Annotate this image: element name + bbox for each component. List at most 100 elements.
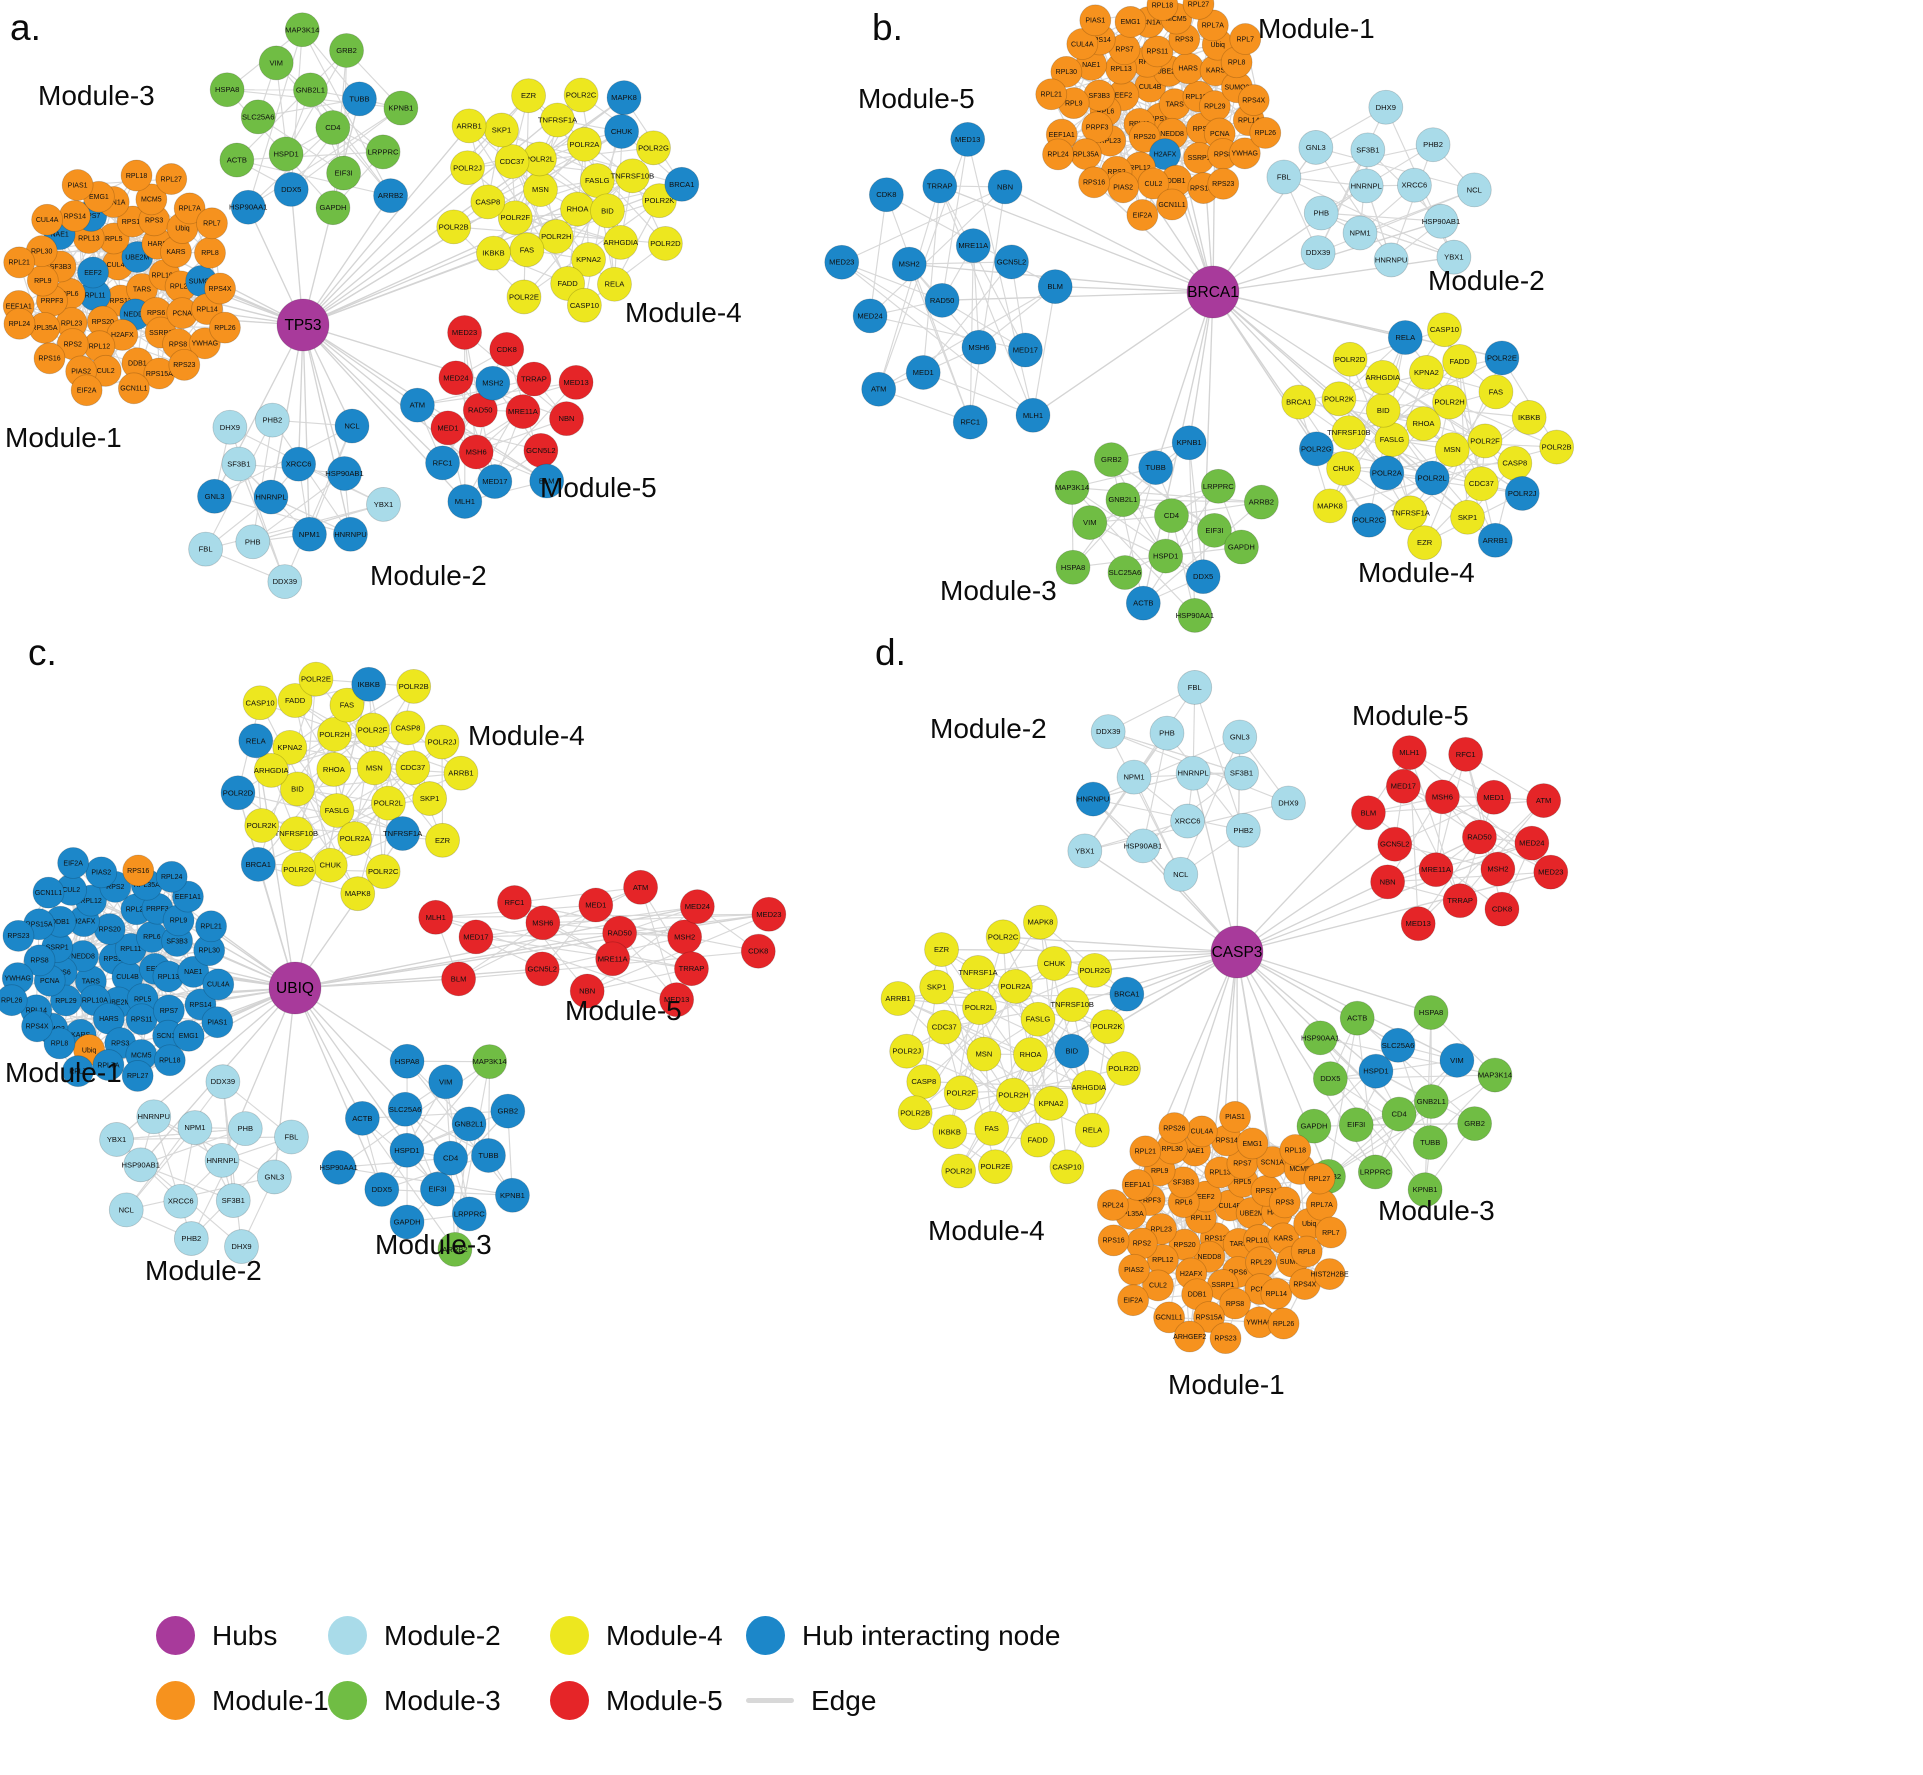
node-label: EIF3I [1347, 1120, 1365, 1129]
node-label: RPL30 [1056, 69, 1078, 76]
node-label: EZR [435, 836, 451, 845]
node-label: RPS14 [1216, 1138, 1238, 1145]
hub-label-ubiq: UBIQ [276, 980, 314, 997]
legend-label-edge: Edge [811, 1684, 877, 1716]
node-label: YBX1 [374, 500, 393, 509]
edge [1170, 515, 1196, 616]
edge [869, 194, 887, 316]
node-label: MRE11A [958, 241, 989, 250]
node-rps16 [1078, 166, 1110, 199]
panel-letter-b: b. [872, 7, 903, 48]
node-label: H2AFX [111, 332, 134, 339]
node-sf3b1 [1350, 132, 1386, 168]
node-label: RPS15A [1196, 1314, 1223, 1321]
node-polr2a [998, 969, 1033, 1004]
node-label: RPL6 [1097, 108, 1115, 115]
node-label: EEF1A1 [1125, 1182, 1151, 1189]
node-label: GAPDH [1228, 543, 1255, 552]
node-label: POLR2L [965, 1003, 994, 1012]
node-label: LRPPRC [1360, 1167, 1391, 1176]
node-bid [590, 193, 625, 229]
node-label: RPS2 [1133, 1241, 1151, 1248]
node-label: HIST2H2BE [1311, 1271, 1349, 1278]
node-fadd [1442, 344, 1478, 379]
hub-node-ubiq [268, 961, 322, 1015]
node-label: FAS [520, 245, 534, 254]
node-label: EEF2 [84, 270, 102, 277]
node-label: BID [291, 784, 304, 793]
node-label: KPNB1 [1413, 1185, 1438, 1194]
edge [841, 261, 980, 348]
node-label: POLR2K [1092, 1022, 1122, 1031]
legend-label-hubs: Hubs [212, 1619, 278, 1651]
node-label: PIAS1 [207, 1020, 227, 1027]
node-mapk8 [340, 876, 376, 912]
node-label: BLM [1361, 808, 1377, 817]
node-label: MED23 [756, 910, 781, 919]
node-label: KPNA2 [1039, 1099, 1064, 1108]
edge [271, 419, 351, 535]
node-ncl [108, 1192, 144, 1228]
node-label: RELA [246, 736, 267, 745]
node-label: RPS23 [1212, 181, 1234, 188]
node-msh2 [891, 246, 927, 282]
node-hnrnpu [1075, 781, 1111, 817]
node-pias1 [61, 169, 94, 201]
node-gcn1l1 [117, 372, 150, 405]
node-label: CASP8 [395, 723, 420, 732]
node-casp8 [390, 710, 426, 746]
node-skp1 [919, 969, 955, 1005]
edge [214, 495, 351, 535]
node-label: DDB1 [128, 361, 147, 368]
edge [1108, 731, 1242, 774]
node-label: RPL23 [1100, 138, 1122, 145]
node-tnfrsf1a [1392, 495, 1428, 531]
node-label: CASP8 [1502, 459, 1527, 468]
node-label: POLR2E [980, 1162, 1010, 1171]
node-atm [399, 387, 435, 423]
node-actb [344, 1100, 380, 1136]
node-label: FAS [984, 1124, 998, 1133]
node-label: TUBB [1146, 463, 1166, 472]
node-tnfrsf10b [615, 158, 650, 194]
node-label: TNFRSF1A [958, 968, 998, 977]
module-label-b-module-1: Module-1 [1258, 13, 1375, 44]
node-label: MSH6 [1432, 792, 1453, 801]
legend-item-edge: Edge [746, 1685, 1146, 1717]
node-label: RPS26 [1163, 1125, 1185, 1132]
node-med24 [1514, 825, 1550, 861]
node-actb [1339, 1000, 1375, 1036]
node-label: MSN [366, 763, 383, 772]
node-label: HSPD1 [394, 1146, 419, 1155]
edge [514, 886, 641, 904]
node-label: MSH2 [674, 932, 695, 941]
node-label: HSPD1 [273, 149, 298, 158]
node-arhgdia [603, 224, 639, 260]
hub-node-tp53 [276, 298, 330, 352]
edge [1330, 1078, 1431, 1143]
node-xrcc6 [163, 1183, 199, 1219]
node-label: MED17 [1391, 782, 1416, 791]
node-mlh1 [447, 484, 483, 519]
edge [587, 968, 692, 992]
module-label-a-module-3: Module-3 [38, 80, 155, 111]
node-label: POLR2C [368, 867, 399, 876]
node-fbl [188, 531, 224, 567]
node-polr2c [1351, 502, 1387, 538]
node-nbn [1370, 864, 1406, 900]
node-label: HSPA8 [1061, 563, 1085, 572]
node-label: GCN1L1 [1158, 202, 1185, 209]
hub-edge [1236, 812, 1369, 953]
node-label: CUL4A [207, 982, 230, 989]
node-rhoa [316, 752, 352, 787]
node-label: PCNA [173, 310, 193, 317]
edge [1321, 212, 1442, 222]
node-slc25a6 [240, 99, 276, 135]
node-label: BID [601, 206, 614, 215]
node-eif3i [420, 1171, 455, 1207]
node-lrpprc [451, 1196, 487, 1232]
node-ddx39 [267, 564, 303, 600]
node-med1 [578, 887, 614, 923]
edge [1402, 785, 1461, 901]
node-med1 [430, 410, 466, 446]
